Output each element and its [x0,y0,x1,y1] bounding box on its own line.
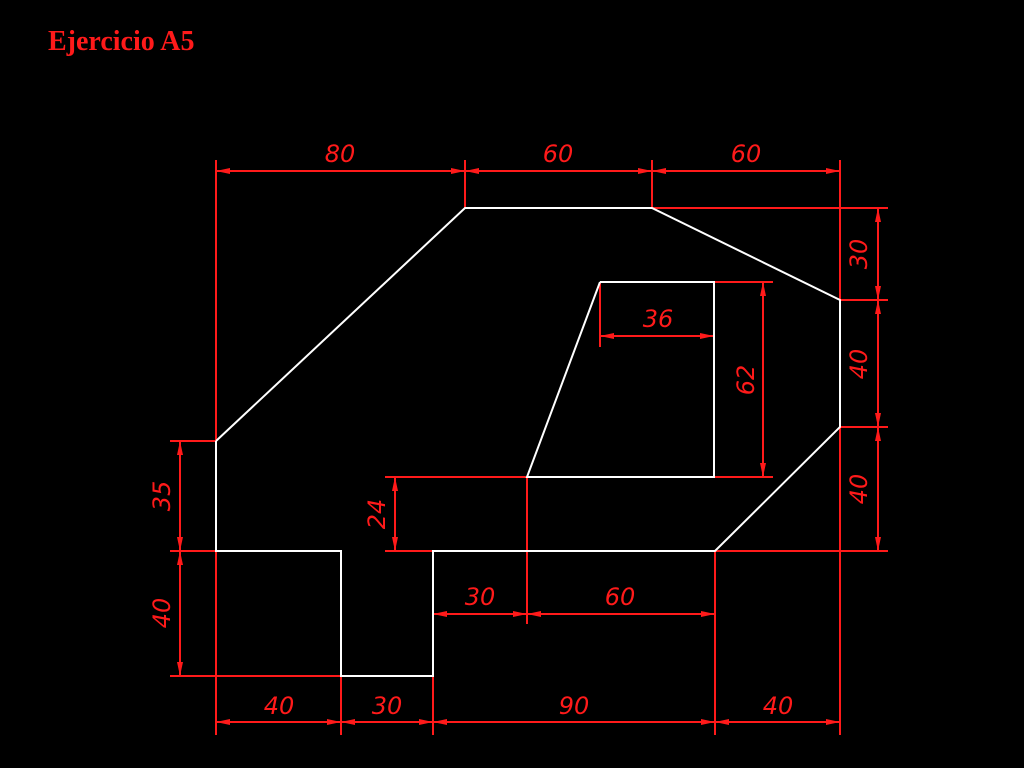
dim-label-bottom-4: 40 [763,692,794,720]
dim-label-top-2: 60 [543,140,574,168]
dim-label-bottom-3: 90 [559,692,590,720]
inner-cutout [525,281,715,478]
dim-label-top-3: 60 [731,140,762,168]
dim-label-inner-width: 36 [643,305,674,333]
dim-label-step-height: 24 [363,499,391,530]
dim-label-right-3: 40 [845,474,873,505]
extension-lines [170,160,888,735]
outer-contour [215,207,841,677]
dimension-labels: 80 60 60 30 40 40 35 40 40 30 90 40 36 6… [148,140,873,720]
dim-label-mid-1: 30 [465,583,496,611]
dim-label-bottom-2: 30 [372,692,403,720]
dimension-lines [177,168,881,725]
dim-label-top-1: 80 [325,140,356,168]
page-title: Ejercicio A5 [48,26,195,57]
dim-label-inner-height: 62 [732,365,760,396]
dim-label-left-2: 40 [148,598,176,629]
dim-label-right-2: 40 [845,349,873,380]
dim-label-left-1: 35 [148,481,176,512]
dim-label-right-1: 30 [845,239,873,270]
part-outline [215,207,841,677]
dim-label-mid-2: 60 [605,583,636,611]
dim-label-bottom-1: 40 [264,692,295,720]
